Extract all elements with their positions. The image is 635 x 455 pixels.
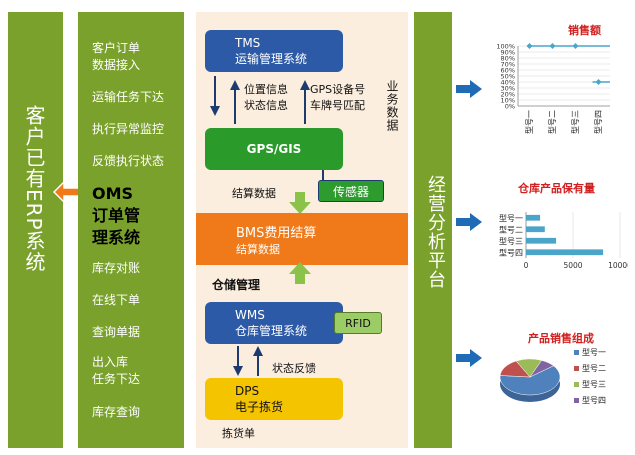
- erp-column: [8, 12, 63, 448]
- y-tick-label: 40%: [501, 79, 515, 87]
- wms-box: WMS 仓库管理系统: [205, 302, 343, 344]
- y-tick-label: 30%: [501, 85, 515, 93]
- y-tick-label: 型号四: [499, 248, 523, 257]
- tms-box: TMS 运输管理系统: [205, 30, 343, 72]
- x-tick-label: 型号三: [571, 110, 580, 134]
- gps-box: GPS/GIS: [205, 128, 343, 170]
- oms-item-inventory-query: 库存查询: [92, 405, 141, 419]
- warehouse-mgmt-label: 仓储管理: [212, 278, 261, 292]
- y-tick-label: 60%: [501, 67, 515, 75]
- legend-swatch: [574, 366, 579, 371]
- sensor-box: 传感器: [318, 180, 384, 202]
- legend-swatch: [574, 350, 579, 355]
- sales-point: [572, 43, 579, 49]
- legend-swatch: [574, 382, 579, 387]
- dps-box: DPS 电子拣货: [205, 378, 343, 420]
- y-tick-label: 型号三: [499, 237, 523, 246]
- x-tick-label: 0: [524, 261, 529, 270]
- y-tick-label: 10%: [501, 97, 515, 105]
- y-tick-label: 70%: [501, 61, 515, 69]
- tms-gps-arrows: [210, 76, 310, 124]
- green-arrow-up: [289, 262, 311, 284]
- wms-desc: 仓库管理系统: [235, 323, 308, 338]
- legend-label: 型号一: [582, 348, 606, 357]
- composition-chart-title: 产品销售组成: [528, 332, 594, 345]
- oms-item-inventory-reconcile: 库存对账: [92, 261, 141, 275]
- green-arrow-down: [289, 192, 311, 214]
- settlement-data-label-2: 结算数据: [236, 242, 280, 256]
- sales-point: [595, 79, 602, 85]
- sales-line-chart: 0%10%20%30%40%50%60%70%80%90%100% 型号一 型号二 型…: [496, 43, 610, 134]
- business-data-label: 业务数据: [385, 80, 399, 132]
- tms-desc: 运输管理系统: [235, 51, 308, 66]
- oms-item-order-data: 客户订单 数据接入: [92, 41, 141, 72]
- pick-list-label: 拣货单: [222, 427, 255, 440]
- inventory-bar: [526, 237, 557, 244]
- status-feedback-label: 状态反馈: [272, 362, 316, 375]
- oms-item-exception-monitor: 执行异常监控: [92, 122, 165, 136]
- erp-label: 客户已有ERP系统: [22, 105, 46, 273]
- bms-name: BMS费用结算: [236, 225, 317, 241]
- inventory-bar: [526, 214, 541, 221]
- x-tick-label: 型号一: [525, 110, 534, 134]
- sales-point: [526, 43, 533, 49]
- inventory-chart-title: 仓库产品保有量: [518, 182, 595, 195]
- oms-item-query-docs: 查询单据: [92, 325, 141, 339]
- wms-dps-arrows: [233, 346, 263, 376]
- sales-point: [549, 43, 556, 49]
- arrow-to-inventory: [456, 213, 482, 231]
- legend-label: 型号二: [582, 364, 606, 373]
- rfid-box: RFID: [334, 312, 382, 334]
- x-tick-label: 10000: [608, 261, 628, 270]
- legend-swatch: [574, 398, 579, 403]
- y-tick-label: 型号一: [499, 214, 523, 223]
- inventory-bar: [526, 249, 604, 256]
- pie-slice: [499, 365, 561, 396]
- x-tick-label: 5000: [563, 261, 582, 270]
- x-tick-label: 型号四: [594, 110, 603, 134]
- bms-box: BMS费用结算 结算数据: [196, 213, 408, 265]
- oms-item-feedback-status: 反馈执行状态: [92, 154, 165, 168]
- oms-item-online-order: 在线下单: [92, 293, 141, 307]
- gps-name: GPS/GIS: [246, 142, 302, 156]
- gps-device-label: GPS设备号 车牌号匹配: [310, 83, 366, 112]
- y-tick-label: 100%: [496, 43, 515, 51]
- dps-desc: 电子拣货: [235, 399, 284, 414]
- oms-title: OMS 订单管 理系统: [92, 184, 141, 247]
- sales-chart-title: 销售额: [568, 24, 601, 37]
- oms-item-transport-task: 运输任务下达: [92, 90, 165, 104]
- y-tick-label: 50%: [501, 73, 515, 81]
- y-tick-label: 90%: [501, 49, 515, 57]
- legend-label: 型号四: [582, 396, 606, 405]
- inventory-bar: [526, 226, 545, 233]
- wms-name: WMS: [235, 307, 265, 322]
- y-tick-label: 80%: [501, 55, 515, 63]
- x-tick-label: 型号二: [548, 110, 557, 134]
- pie-slice: [529, 360, 554, 378]
- y-tick-label: 型号二: [499, 225, 523, 234]
- y-tick-label: 20%: [501, 91, 515, 99]
- settlement-data-label-1: 结算数据: [232, 187, 276, 200]
- location-status-label: 位置信息 状态信息: [244, 83, 288, 112]
- analysis-column: [414, 12, 452, 448]
- analysis-label: 经营分析平台: [425, 175, 446, 289]
- oms-item-inout-task: 出入库 任务下达: [92, 355, 141, 386]
- tms-name: TMS: [235, 35, 261, 50]
- legend-label: 型号三: [582, 380, 606, 389]
- arrow-to-sales: [456, 80, 482, 98]
- y-tick-label: 0%: [505, 103, 515, 111]
- oms-column: [78, 12, 184, 448]
- arrow-to-composition: [456, 349, 482, 367]
- dps-name: DPS: [235, 383, 260, 398]
